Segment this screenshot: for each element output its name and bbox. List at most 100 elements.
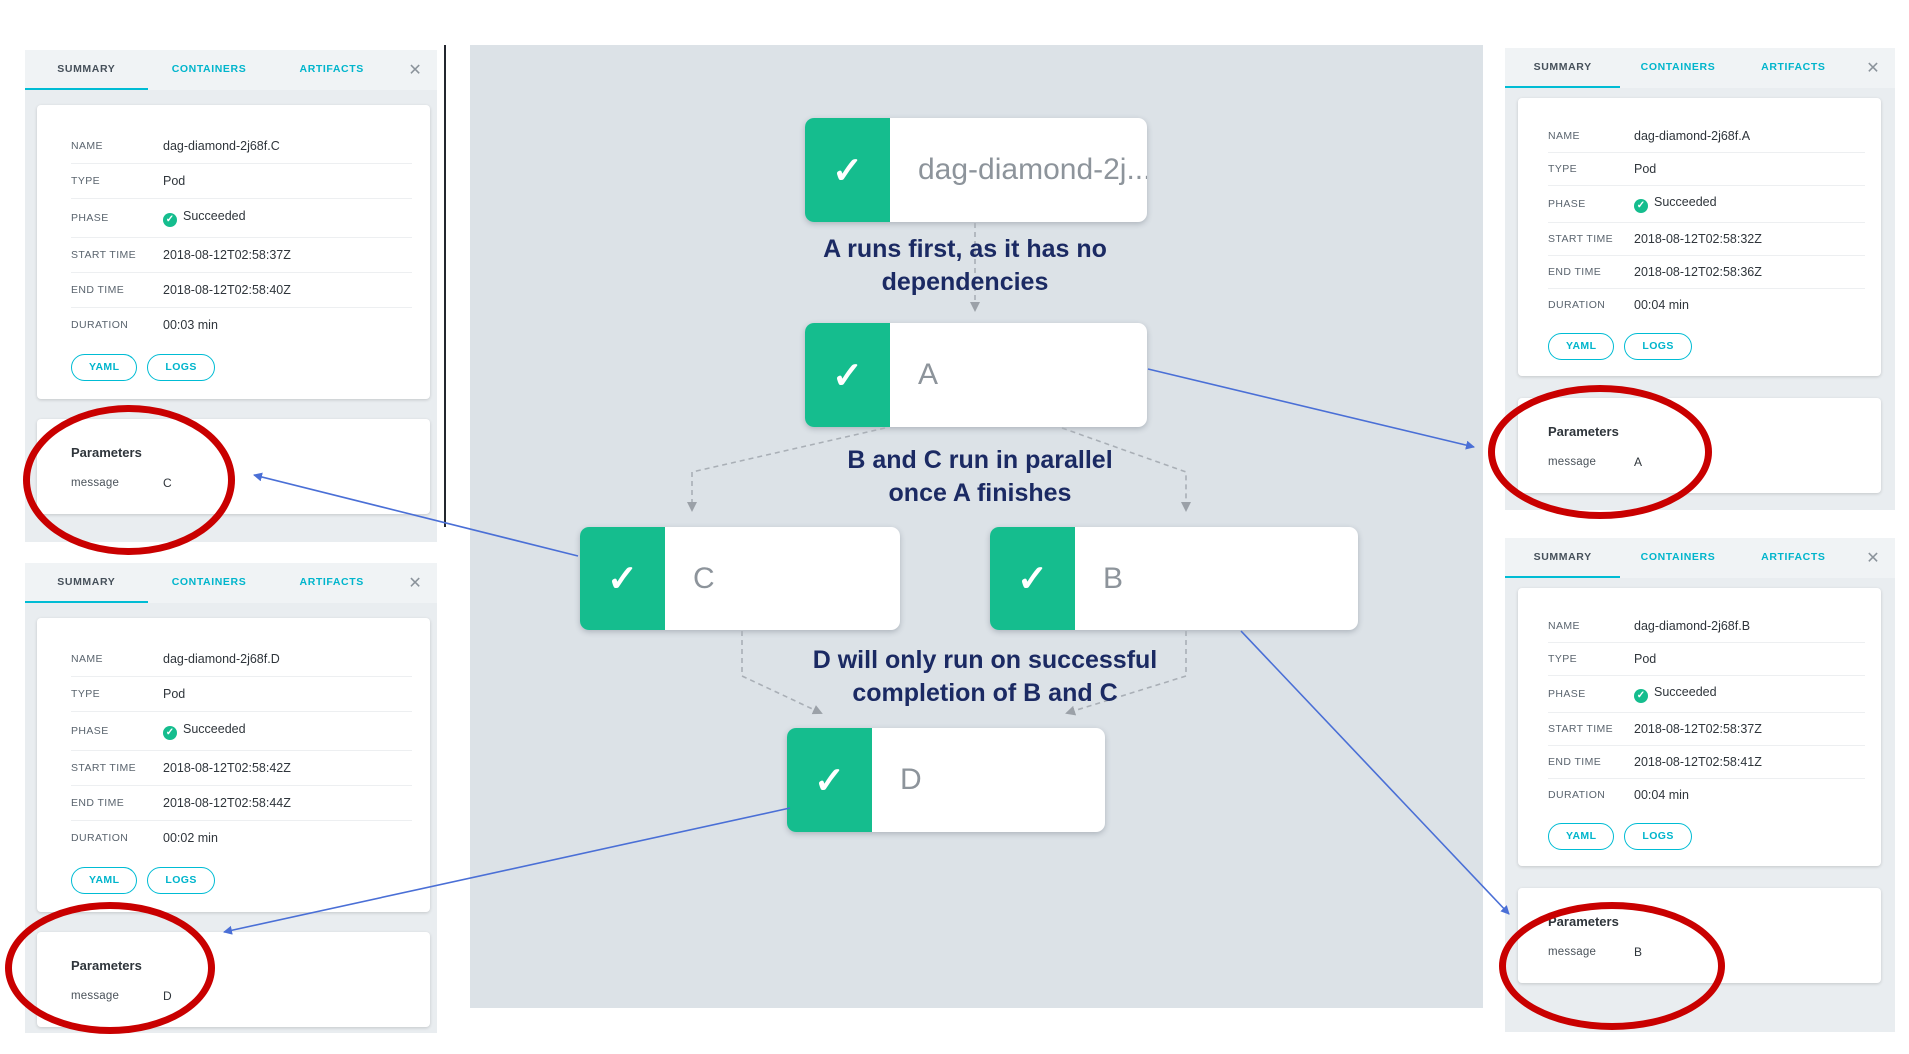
field-value-phase: ✓ Succeeded bbox=[163, 722, 246, 740]
field-label-end-time: END TIME bbox=[1548, 265, 1602, 278]
annotation-line: once A finishes bbox=[888, 479, 1072, 507]
graph-node-root[interactable]: ✓ dag-diamond-2j... bbox=[805, 118, 1147, 222]
tab-artifacts[interactable]: ARTIFACTS bbox=[1761, 61, 1826, 73]
field-label-name: NAME bbox=[1548, 130, 1580, 142]
graph-node-d[interactable]: ✓ D bbox=[787, 728, 1105, 832]
tab-containers[interactable]: CONTAINERS bbox=[171, 576, 247, 588]
parameter-value: B bbox=[1634, 944, 1643, 959]
parameter-name: message bbox=[71, 476, 120, 489]
node-label: D bbox=[900, 763, 922, 796]
yaml-button[interactable]: YAML bbox=[71, 353, 138, 381]
parameters-card: Parameters message C bbox=[37, 418, 430, 514]
field-value-start-time: 2018-08-12T02:58:37Z bbox=[163, 247, 291, 262]
field-label-start-time: START TIME bbox=[71, 248, 137, 261]
field-value-end-time: 2018-08-12T02:58:36Z bbox=[1634, 264, 1762, 279]
field-value-duration: 00:03 min bbox=[163, 317, 218, 332]
phase-text: Succeeded bbox=[183, 722, 246, 736]
field-value-name: dag-diamond-2j68f.D bbox=[163, 652, 280, 666]
field-label-start-time: START TIME bbox=[1548, 722, 1614, 735]
parameter-value: D bbox=[163, 988, 172, 1003]
field-value-duration: 00:02 min bbox=[163, 830, 218, 845]
tab-containers[interactable]: CONTAINERS bbox=[1640, 61, 1716, 73]
graph-node-a[interactable]: ✓ A bbox=[805, 323, 1147, 427]
check-icon: ✓ bbox=[831, 149, 863, 191]
tab-artifacts[interactable]: ARTIFACTS bbox=[299, 63, 364, 75]
close-icon[interactable]: ✕ bbox=[408, 62, 422, 79]
yaml-button[interactable]: YAML bbox=[71, 866, 138, 894]
node-success-icon: ✓ bbox=[990, 527, 1075, 630]
panel-divider-line bbox=[444, 45, 446, 527]
yaml-button[interactable]: YAML bbox=[1548, 332, 1615, 360]
field-label-start-time: START TIME bbox=[1548, 232, 1614, 245]
succeeded-icon: ✓ bbox=[1634, 198, 1648, 213]
close-icon[interactable]: ✕ bbox=[1866, 550, 1880, 567]
tab-containers[interactable]: CONTAINERS bbox=[1640, 551, 1716, 563]
tab-summary[interactable]: SUMMARY bbox=[1505, 48, 1621, 88]
annotation-a-runs-first: A runs first, as it has no dependencies bbox=[755, 233, 1175, 299]
tab-artifacts[interactable]: ARTIFACTS bbox=[299, 576, 364, 588]
tab-summary[interactable]: SUMMARY bbox=[25, 563, 148, 603]
annotation-line: completion of B and C bbox=[852, 679, 1118, 707]
field-label-phase: PHASE bbox=[71, 211, 109, 224]
logs-button[interactable]: LOGS bbox=[1624, 822, 1692, 850]
field-label-type: TYPE bbox=[1548, 653, 1578, 665]
field-value-duration: 00:04 min bbox=[1634, 787, 1689, 802]
field-label-duration: DURATION bbox=[71, 831, 129, 844]
check-icon: ✓ bbox=[813, 759, 845, 801]
node-success-icon: ✓ bbox=[805, 118, 890, 222]
logs-button[interactable]: LOGS bbox=[147, 866, 215, 894]
parameter-value: C bbox=[163, 475, 172, 490]
tab-bar: SUMMARY CONTAINERS ARTIFACTS ✕ bbox=[1505, 538, 1895, 578]
tab-summary[interactable]: SUMMARY bbox=[25, 50, 148, 90]
field-label-phase: PHASE bbox=[71, 724, 109, 737]
field-value-end-time: 2018-08-12T02:58:41Z bbox=[1634, 754, 1762, 769]
phase-text: Succeeded bbox=[1654, 195, 1717, 209]
node-success-icon: ✓ bbox=[580, 527, 665, 630]
logs-button[interactable]: LOGS bbox=[147, 353, 215, 381]
tab-containers[interactable]: CONTAINERS bbox=[171, 63, 247, 75]
field-value-start-time: 2018-08-12T02:58:42Z bbox=[163, 760, 291, 775]
field-label-duration: DURATION bbox=[71, 318, 129, 331]
phase-text: Succeeded bbox=[1654, 685, 1717, 699]
annotation-line: A runs first, as it has no bbox=[823, 235, 1107, 263]
field-label-duration: DURATION bbox=[1548, 298, 1606, 311]
logs-button[interactable]: LOGS bbox=[1624, 332, 1692, 360]
succeeded-icon: ✓ bbox=[163, 725, 177, 740]
node-label: A bbox=[918, 358, 939, 391]
yaml-button[interactable]: YAML bbox=[1548, 822, 1615, 850]
close-icon[interactable]: ✕ bbox=[408, 575, 422, 592]
parameters-title: Parameters bbox=[71, 957, 142, 973]
close-icon[interactable]: ✕ bbox=[1866, 60, 1880, 77]
parameters-title: Parameters bbox=[1548, 913, 1619, 929]
tab-bar: SUMMARY CONTAINERS ARTIFACTS ✕ bbox=[25, 50, 437, 90]
node-label: B bbox=[1103, 561, 1124, 595]
tab-summary[interactable]: SUMMARY bbox=[1505, 538, 1621, 578]
details-panel-a: SUMMARY CONTAINERS ARTIFACTS ✕ NAME dag-d… bbox=[1505, 48, 1895, 510]
parameters-title: Parameters bbox=[71, 444, 142, 460]
check-icon: ✓ bbox=[831, 354, 863, 396]
succeeded-icon: ✓ bbox=[163, 212, 177, 227]
field-label-type: TYPE bbox=[71, 175, 101, 187]
graph-node-b[interactable]: ✓ B bbox=[990, 527, 1358, 630]
field-label-type: TYPE bbox=[1548, 163, 1578, 175]
field-label-end-time: END TIME bbox=[1548, 755, 1602, 768]
field-value-name: dag-diamond-2j68f.A bbox=[1634, 129, 1751, 143]
annotation-line: dependencies bbox=[881, 268, 1049, 296]
node-success-icon: ✓ bbox=[805, 323, 890, 427]
field-label-type: TYPE bbox=[71, 688, 101, 700]
graph-node-c[interactable]: ✓ C bbox=[580, 527, 900, 630]
tab-artifacts[interactable]: ARTIFACTS bbox=[1761, 551, 1826, 563]
field-label-phase: PHASE bbox=[1548, 687, 1586, 700]
field-label-start-time: START TIME bbox=[71, 761, 137, 774]
node-label: C bbox=[693, 561, 715, 595]
field-value-end-time: 2018-08-12T02:58:44Z bbox=[163, 795, 291, 810]
phase-text: Succeeded bbox=[183, 209, 246, 223]
tab-bar: SUMMARY CONTAINERS ARTIFACTS ✕ bbox=[25, 563, 437, 603]
annotation-line: B and C run in parallel bbox=[847, 446, 1113, 474]
